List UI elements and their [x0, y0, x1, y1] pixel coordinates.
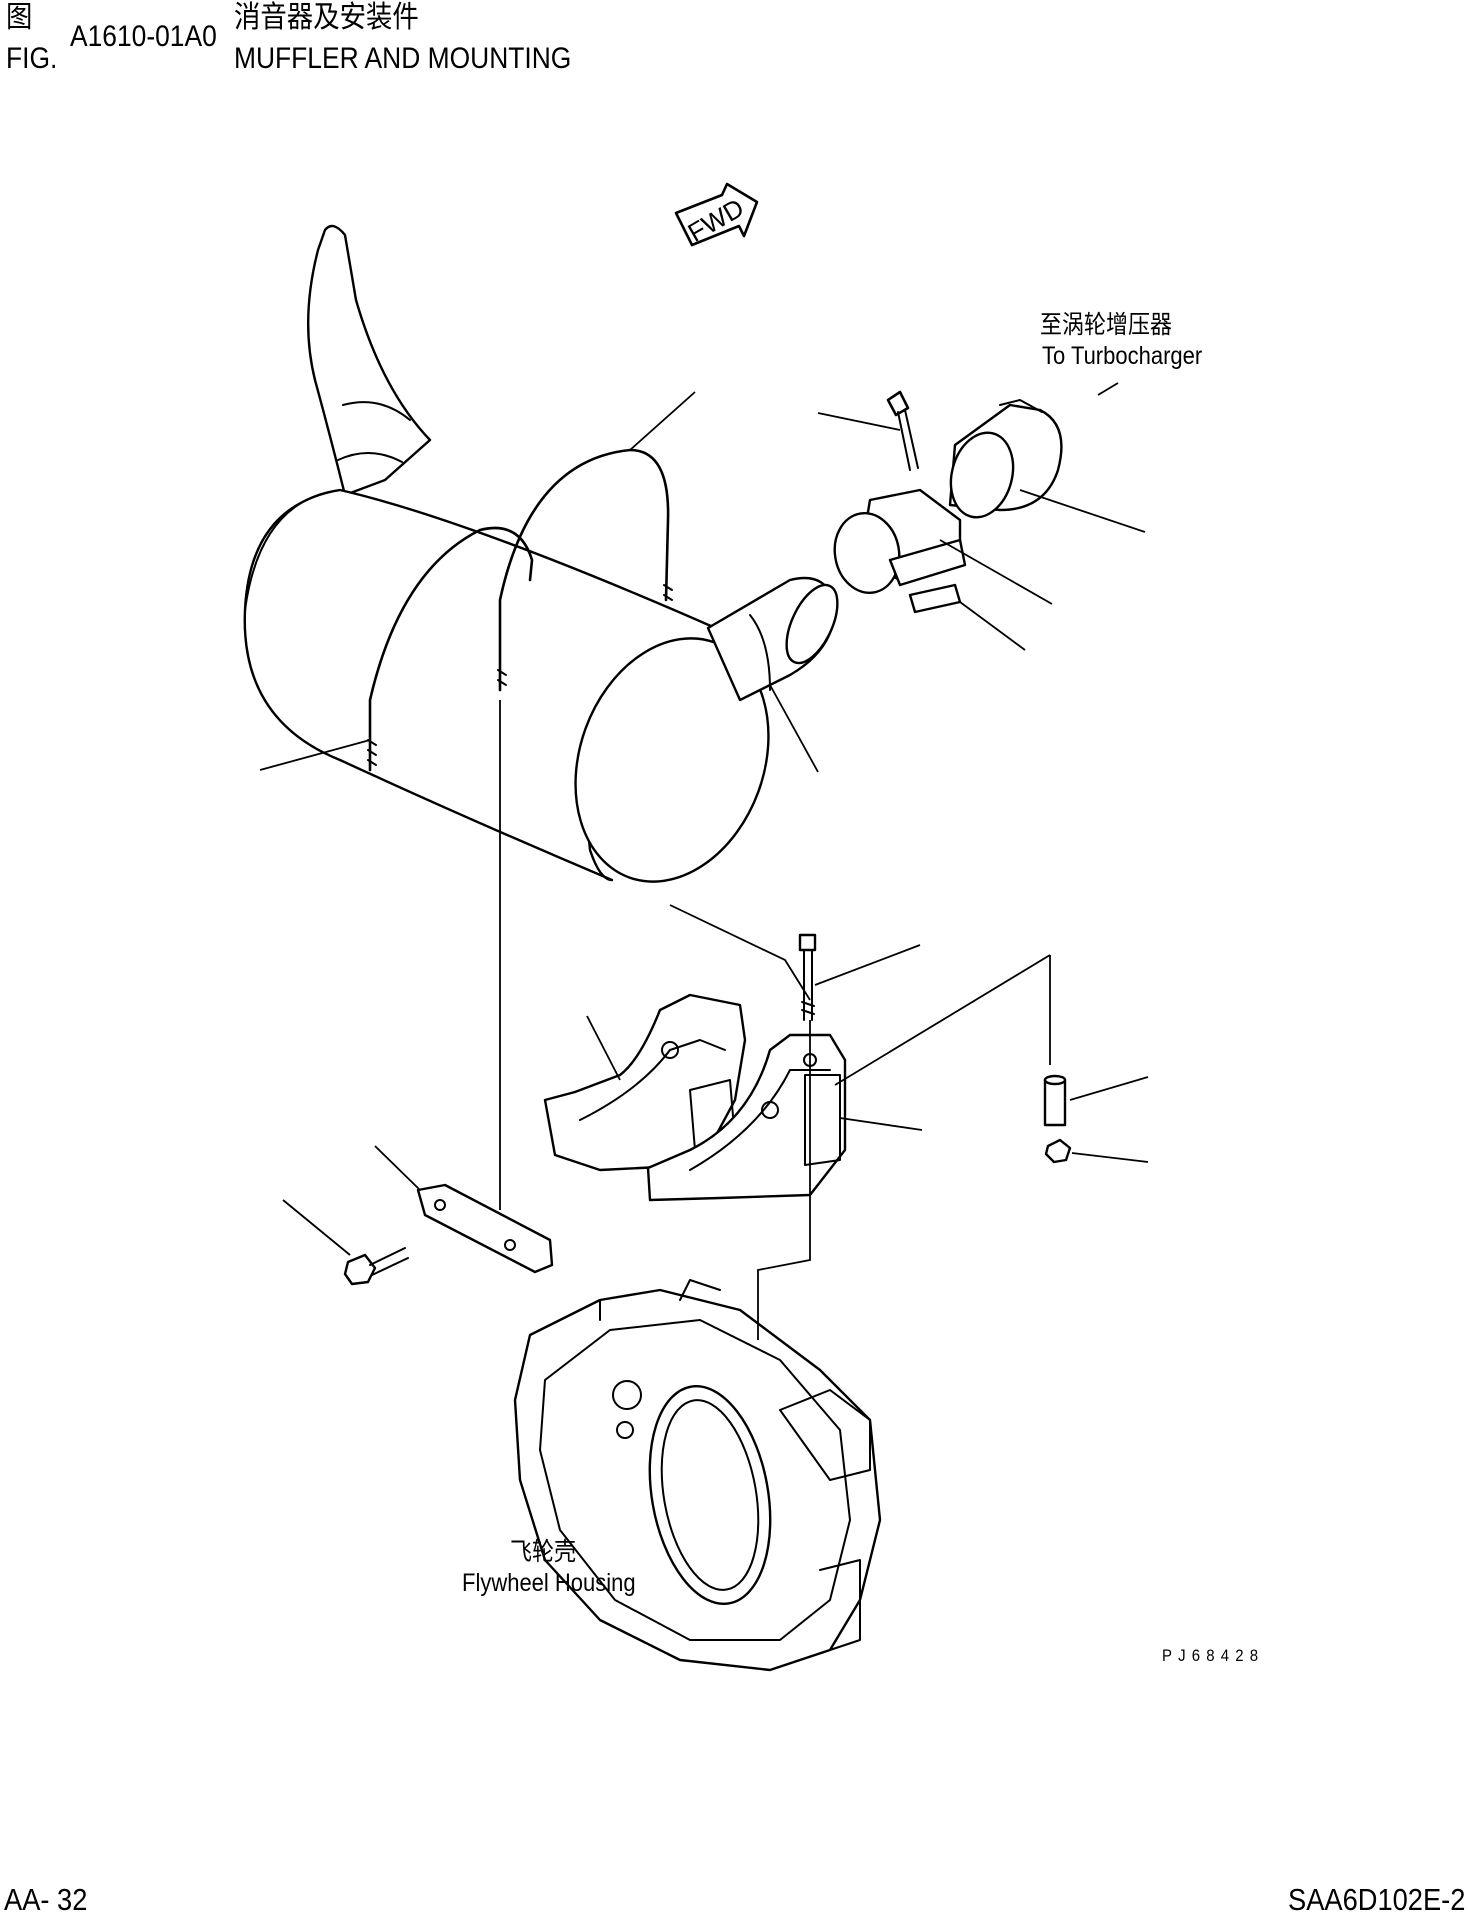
- leader-lines: [260, 383, 1148, 1340]
- turbo-adapter: [942, 400, 1062, 524]
- model-number: SAA6D102E-2: [1288, 1882, 1466, 1917]
- title-cn: 消音器及安装件: [234, 1, 419, 34]
- muffler: [245, 226, 848, 909]
- turbo-label-cn: 至涡轮增压器: [1040, 311, 1173, 339]
- title-en: MUFFLER AND MOUNTING: [234, 42, 572, 75]
- fwd-arrow: FWD: [676, 184, 757, 248]
- fig-label-en: FIG.: [6, 42, 58, 75]
- nut: [1046, 1140, 1070, 1162]
- mounting-plate: [418, 1185, 552, 1272]
- clamp: [829, 490, 965, 612]
- u-bolts: [368, 450, 672, 770]
- fwd-arrow-text: FWD: [683, 192, 749, 248]
- fig-label-cn: 图: [6, 1, 33, 34]
- clamp-bolt: [888, 392, 918, 470]
- turbo-label-en: To Turbocharger: [1042, 342, 1203, 370]
- drawing-code: PJ68428: [1162, 1646, 1265, 1665]
- spacer: [1045, 1076, 1065, 1125]
- mounting-bolt: [800, 935, 815, 1020]
- flywheel-label-cn: 飞轮壳: [510, 1538, 577, 1566]
- flywheel-label-en: Flywheel Housing: [462, 1569, 636, 1597]
- plate-bolt: [345, 1248, 408, 1284]
- flywheel-housing: [515, 1280, 880, 1670]
- figure-number: A1610-01A0: [70, 20, 217, 53]
- page-number: AA- 32: [4, 1882, 88, 1917]
